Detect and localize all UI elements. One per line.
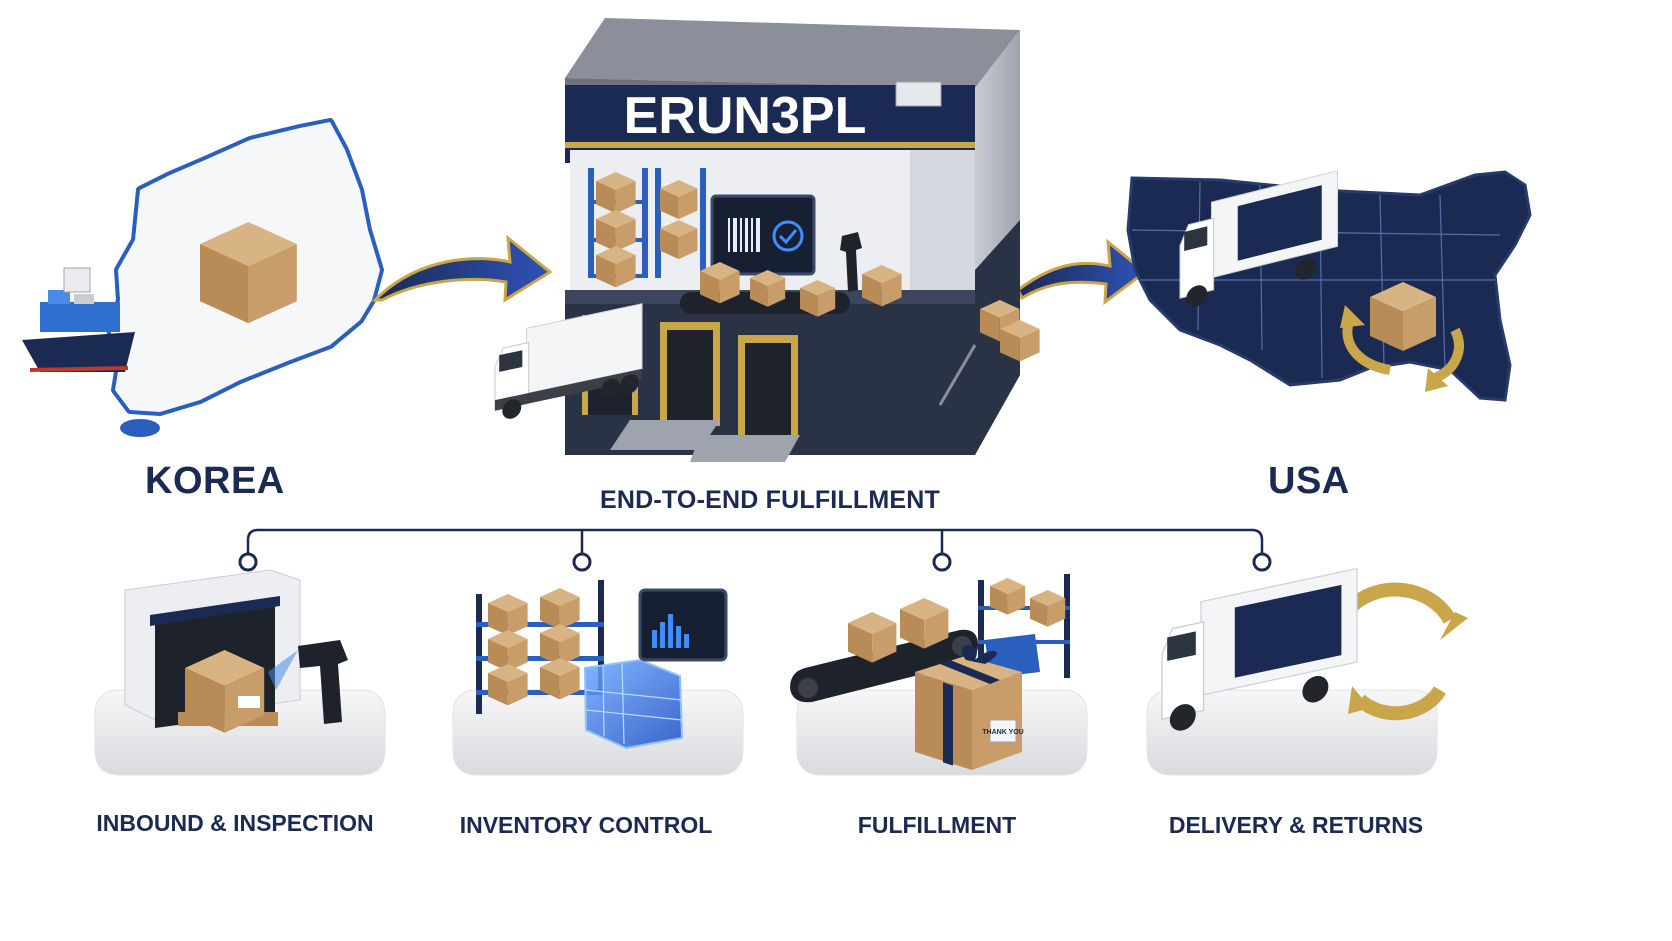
warehouse-building-icon: [565, 18, 1040, 462]
destination-label: USA: [1268, 460, 1350, 502]
truck-return-icon: [1161, 567, 1468, 731]
arrow-hub-to-usa-icon: [1016, 238, 1148, 306]
shelving-cube-icon: [476, 580, 728, 750]
return-cycle-icon: [1340, 282, 1464, 392]
service-platforms: [94, 689, 1438, 776]
dock-scanner-icon: [124, 569, 348, 733]
service-label-delivery: DELIVERY & RETURNS: [1168, 812, 1424, 838]
service-connector: [246, 528, 1264, 558]
conveyor-gift-icon: THANK YOU: [790, 574, 1070, 770]
arrow-korea-to-hub-icon: [371, 234, 553, 303]
origin-label: KOREA: [145, 460, 285, 502]
connector-node-dots: [238, 552, 1272, 572]
cargo-ship-icon: [22, 267, 135, 372]
service-label-inventory: INVENTORY CONTROL: [459, 812, 713, 838]
brand-name: ERUN3PL: [624, 87, 867, 145]
service-label-inbound: INBOUND & INSPECTION: [96, 810, 374, 836]
thank-you-tag: THANK YOU: [982, 729, 1023, 736]
hub-caption: END-TO-END FULFILLMENT: [600, 486, 941, 514]
monitor-icon: [710, 194, 816, 276]
barcode-scanner-icon: [840, 232, 862, 292]
usa-delivery-truck-icon: [1179, 170, 1339, 307]
service-label-fulfillment: FULFILLMENT: [857, 812, 1017, 838]
